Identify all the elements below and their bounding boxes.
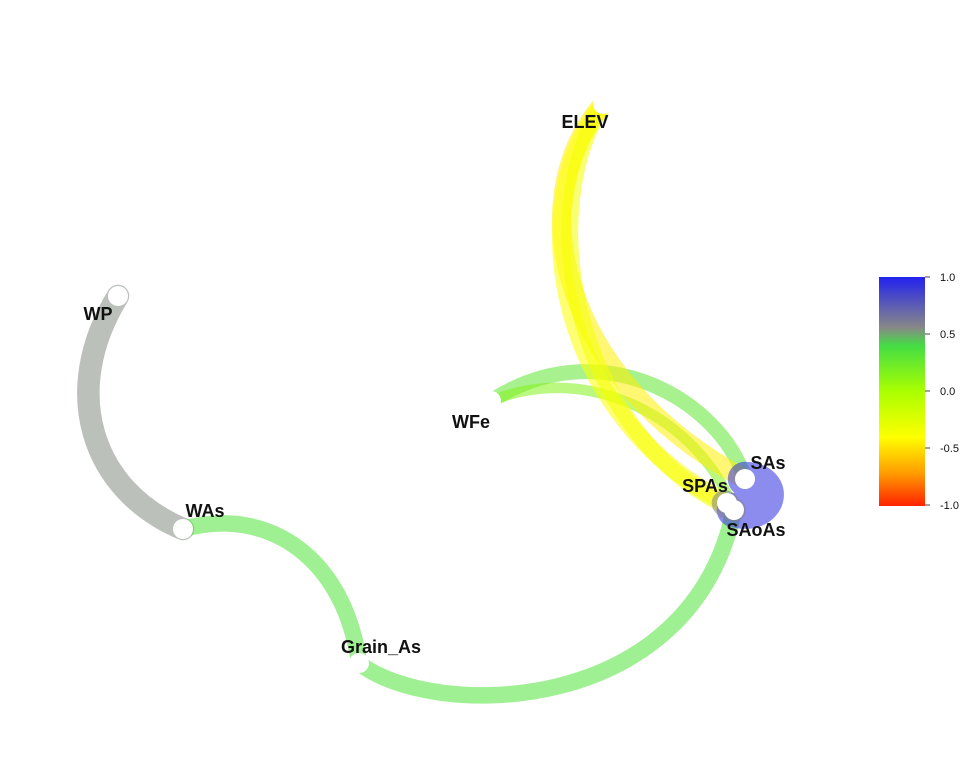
legend-colorbar bbox=[879, 277, 925, 506]
node-grain-as[interactable] bbox=[349, 653, 369, 673]
node-elev[interactable] bbox=[593, 94, 613, 114]
nodes-layer bbox=[108, 94, 755, 673]
edge-wfe-sas bbox=[483, 364, 753, 487]
legend-tick-label: -0.5 bbox=[940, 443, 959, 455]
edge-elev-saoas bbox=[561, 95, 743, 519]
edges-layer bbox=[77, 94, 784, 704]
node-was[interactable] bbox=[173, 519, 193, 539]
node-label-wfe: WFe bbox=[452, 412, 490, 432]
node-label-elev: ELEV bbox=[561, 112, 608, 132]
edge-was-grain-as bbox=[174, 515, 368, 672]
edge-wp-was bbox=[77, 284, 195, 541]
node-label-saoas: SAoAs bbox=[726, 520, 785, 540]
legend-tick-label: 1.0 bbox=[940, 272, 955, 284]
node-label-grain-as: Grain_As bbox=[341, 637, 421, 657]
edge-grain-as-saoas bbox=[350, 501, 743, 704]
node-wp[interactable] bbox=[108, 286, 128, 306]
node-label-sas: SAs bbox=[750, 453, 785, 473]
color-legend: 1.0 0.5 0.0 -0.5 -1.0 bbox=[879, 272, 959, 512]
node-label-spas: SPAs bbox=[682, 476, 728, 496]
node-label-was: WAs bbox=[185, 501, 224, 521]
legend-tick-label: -1.0 bbox=[940, 500, 959, 512]
node-saoas[interactable] bbox=[724, 500, 744, 520]
node-wfe[interactable] bbox=[481, 391, 501, 411]
node-sas[interactable] bbox=[735, 469, 755, 489]
node-label-wp: WP bbox=[84, 304, 113, 324]
legend-tick-label: 0.5 bbox=[940, 329, 955, 341]
legend-ticks: 1.0 0.5 0.0 -0.5 -1.0 bbox=[925, 272, 959, 512]
legend-tick-label: 0.0 bbox=[940, 386, 955, 398]
